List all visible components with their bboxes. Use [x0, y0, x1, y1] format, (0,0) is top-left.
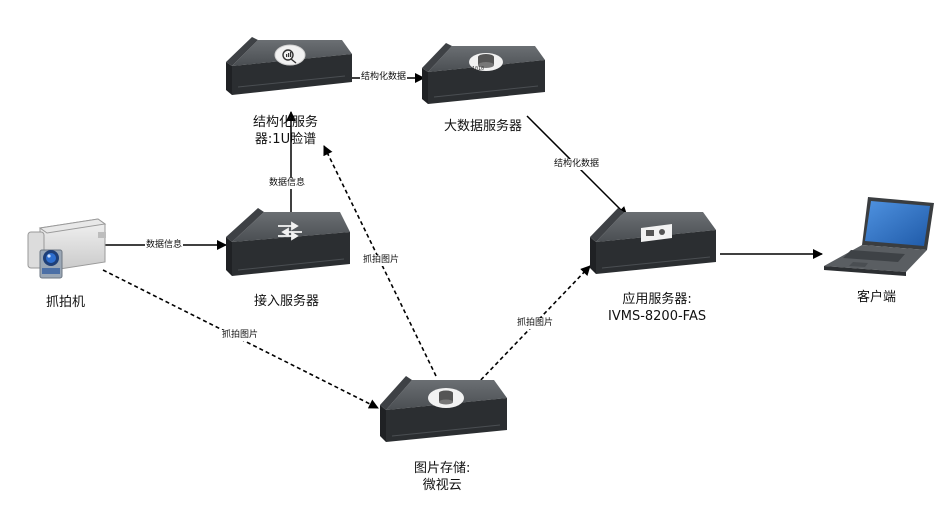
access-server-icon: [226, 208, 350, 276]
edge-camera-to-storage: [102, 269, 379, 409]
edge-label-camera-to-storage: 抓拍图片: [221, 330, 260, 341]
edge-label-storage-to-app: 抓拍图片: [516, 318, 555, 329]
app-server-icon: [590, 208, 716, 274]
structured-server-icon: [226, 37, 352, 95]
label-access-server: 接入服务器: [254, 294, 320, 309]
svg-text:1010: 1010: [472, 66, 484, 72]
label-app-server: 应用服务器: IVMS-8200-FAS: [608, 292, 707, 324]
label-storage-server: 图片存储: 微视云: [414, 461, 471, 493]
edge-label-camera-to-access: 数据信息: [145, 240, 184, 251]
edge-label-access-to-structured: 数据信息: [268, 178, 307, 189]
label-bigdata-server: 大数据服务器: [444, 119, 523, 134]
client-laptop-icon: [824, 197, 934, 276]
edge-label-bigdata-to-app: 结构化数据: [553, 159, 601, 170]
label-camera: 抓拍机: [46, 295, 86, 310]
edge-label-structured-to-bigdata: 结构化数据: [360, 72, 408, 83]
bigdata-server-icon: 1010: [422, 43, 545, 104]
capture-camera-icon: [27, 218, 107, 279]
edge-label-storage-to-structured: 抓拍图片: [362, 255, 401, 266]
storage-server-icon: [380, 376, 507, 442]
label-client: 客户端: [857, 290, 897, 305]
label-structured-server: 结构化服务 器:1U脸谱: [253, 115, 319, 147]
